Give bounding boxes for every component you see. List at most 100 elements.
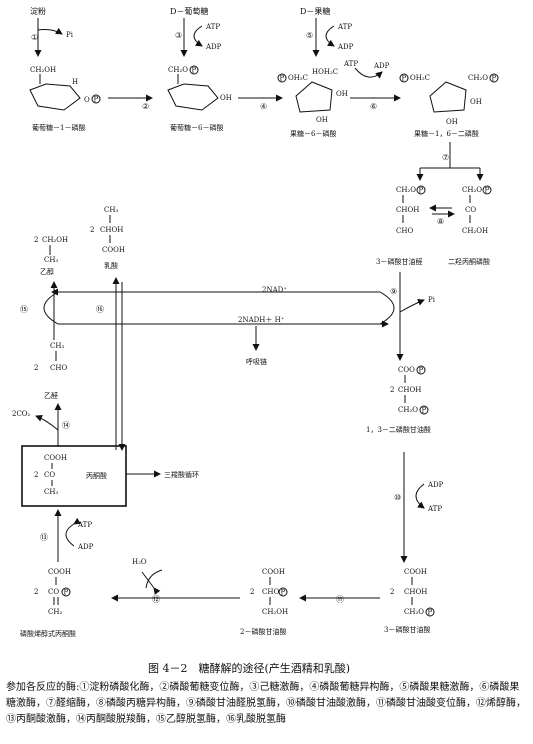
lactate-structure: CH₃ 2 CHOH COOH xyxy=(90,206,125,254)
svg-text:CHOH: CHOH xyxy=(398,386,421,394)
svg-text:P: P xyxy=(419,367,424,375)
svg-text:2: 2 xyxy=(90,226,94,234)
step-10-label: ⑩ xyxy=(394,493,401,502)
svg-text:CH₂O: CH₂O xyxy=(468,74,488,82)
g6p-structure: CH₂O P OH xyxy=(167,65,232,111)
svg-text:2: 2 xyxy=(390,386,394,394)
adp-label-13: ADP xyxy=(77,543,94,551)
ethanol-label: 乙醇 xyxy=(40,267,54,276)
g6p-label: 葡萄糖－6－磷酸 xyxy=(170,123,223,132)
f6p-label: 果糖－6－磷酸 xyxy=(290,129,336,138)
svg-text:OH₂C: OH₂C xyxy=(410,74,430,82)
atp-label-10: ATP xyxy=(427,505,442,513)
atp-adp-curve-13 xyxy=(65,517,81,547)
svg-text:2: 2 xyxy=(34,364,38,372)
svg-text:OH: OH xyxy=(316,116,328,124)
atp-curve-3 xyxy=(193,25,203,47)
enzyme-legend-intro: 参加各反应的酶: xyxy=(6,682,80,693)
svg-text:P: P xyxy=(64,589,69,597)
svg-text:CHO: CHO xyxy=(50,364,67,372)
pi-label-9: Pi xyxy=(428,296,436,304)
svg-text:CH₃: CH₃ xyxy=(44,488,58,496)
pep-structure: COOH 2 CO P CH₂ xyxy=(34,568,71,616)
svg-text:P: P xyxy=(281,589,286,597)
acetaldehyde-label: 乙醛 xyxy=(44,391,58,400)
dhap-structure: CH₂O P CO CH₂OH xyxy=(462,185,492,235)
svg-text:CH₂O: CH₂O xyxy=(168,66,188,74)
pep-label: 磷酸烯醇式丙酮酸 xyxy=(20,629,76,638)
bpg13-structure: COO P 2 CHOH CH₂O P xyxy=(390,365,429,415)
f6p-structure: P OH₂C HOH₂C OH OH xyxy=(277,68,348,124)
enzyme-legend-text: ①淀粉磷酸化酶，②磷酸葡糖变位酶，③己糖激酶，④磷酸葡糖异构酶，⑤磷酸果糖激酶，… xyxy=(6,682,526,725)
atp-label-6: ATP xyxy=(343,60,358,68)
svg-text:CO: CO xyxy=(465,206,476,214)
svg-text:COOH: COOH xyxy=(262,568,285,576)
svg-text:P: P xyxy=(428,609,433,617)
h2o-curve xyxy=(145,569,163,589)
step-2-label: ② xyxy=(142,102,149,111)
nadh-label: 2NADH＋ H⁺ xyxy=(238,316,285,324)
svg-text:CO: CO xyxy=(44,471,55,479)
adp-label-5: ADP xyxy=(337,43,354,51)
svg-text:CH₂O: CH₂O xyxy=(462,186,482,194)
step-3-label: ③ xyxy=(175,31,182,40)
svg-text:OH: OH xyxy=(446,118,458,126)
step-5-label: ⑤ xyxy=(306,31,313,40)
svg-text:COOH: COOH xyxy=(102,246,125,254)
g1p-structure: CH₂OH H O P xyxy=(29,66,101,111)
step-6-label: ⑥ xyxy=(370,102,377,111)
svg-text:CHOH: CHOH xyxy=(396,206,419,214)
svg-text:CH₂O: CH₂O xyxy=(404,608,424,616)
svg-text:OH: OH xyxy=(336,90,348,98)
svg-text:P: P xyxy=(402,75,407,83)
step-12-label: ⑫ xyxy=(152,595,160,604)
step-11-label: ⑪ xyxy=(336,595,344,604)
adp-atp-curve-10 xyxy=(415,483,425,509)
bpg13-label: 1，3－二磷酸甘油酸 xyxy=(366,425,431,434)
svg-text:COOH: COOH xyxy=(44,454,67,462)
svg-text:COOH: COOH xyxy=(48,568,71,576)
step-7-label: ⑦ xyxy=(442,153,449,162)
tca-label: 三羧酸循环 xyxy=(164,470,199,479)
pg3-structure: COOH 2 CHOH CH₂O P xyxy=(390,568,435,617)
svg-text:CH₂OH: CH₂OH xyxy=(42,236,68,244)
svg-text:CHOH: CHOH xyxy=(100,226,123,234)
starch-label: 淀粉 xyxy=(30,6,46,16)
step-4-label: ④ xyxy=(260,102,267,111)
svg-text:COOH: COOH xyxy=(404,568,427,576)
svg-text:CH₂O: CH₂O xyxy=(398,406,418,414)
svg-text:H: H xyxy=(72,78,78,86)
svg-text:2: 2 xyxy=(390,588,394,596)
svg-text:CH₃: CH₃ xyxy=(44,256,58,264)
step-13-label: ⑬ xyxy=(40,533,48,542)
g3p-structure: CH₂O P CHOH CHO xyxy=(396,185,426,235)
pyruvate-box xyxy=(21,445,127,507)
step-8-label: ⑧ xyxy=(437,217,444,226)
svg-text:CHOH: CHOH xyxy=(404,588,427,596)
acetaldehyde-structure: CH₃ 2 CHO xyxy=(34,342,67,372)
ethanol-structure: 2 CH₂OH CH₃ xyxy=(34,236,68,264)
svg-text:CO: CO xyxy=(48,588,59,596)
svg-text:CH₂: CH₂ xyxy=(48,608,62,616)
svg-text:COO: COO xyxy=(398,366,415,374)
adp-label-3: ADP xyxy=(205,43,222,51)
svg-text:OH₂C: OH₂C xyxy=(288,74,308,82)
step-9-label: ⑨ xyxy=(390,287,397,296)
svg-text:P: P xyxy=(94,96,99,104)
pg2-label: 2－磷酸甘油酸 xyxy=(240,627,286,636)
adp-label-10: ADP xyxy=(427,481,444,489)
atp-curve-5 xyxy=(325,25,335,47)
d-glucose-label: D－葡萄糖 xyxy=(170,6,208,16)
svg-text:CH₂OH: CH₂OH xyxy=(462,227,488,235)
svg-text:P: P xyxy=(422,407,427,415)
svg-text:2: 2 xyxy=(34,588,38,596)
co2-label: 2CO₂ xyxy=(12,410,31,418)
svg-text:2: 2 xyxy=(34,471,38,479)
svg-text:OH: OH xyxy=(470,98,482,106)
enzyme-legend: 参加各反应的酶:①淀粉磷酸化酶，②磷酸葡糖变位酶，③己糖激酶，④磷酸葡糖异构酶，… xyxy=(6,680,526,728)
svg-text:CHO: CHO xyxy=(396,227,413,235)
svg-text:CH₂OH: CH₂OH xyxy=(30,66,56,74)
step-15-label: ⑮ xyxy=(20,305,28,314)
pi-curve-arrow xyxy=(37,27,63,35)
